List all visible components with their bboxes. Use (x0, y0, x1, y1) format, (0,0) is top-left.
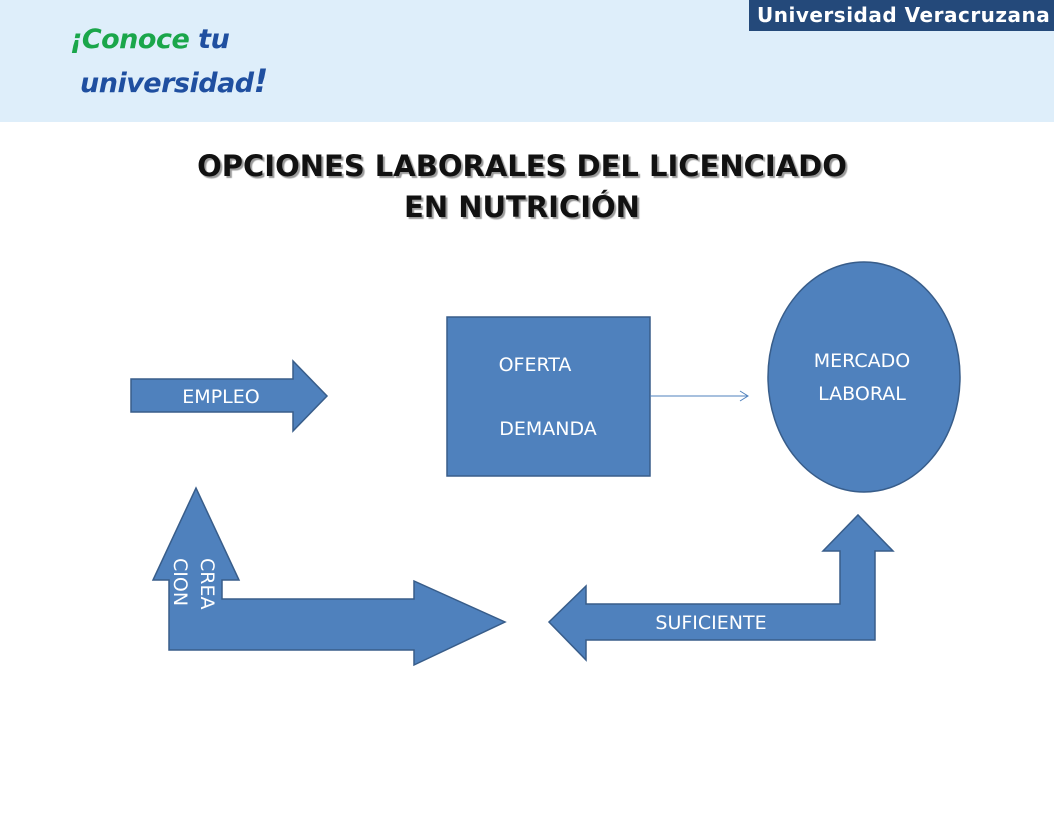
slide-title: OPCIONES LABORALES DEL LICENCIADO EN NUT… (0, 146, 1044, 228)
logo-line1: ¡Conoce tu (70, 24, 230, 55)
creacion-label-line1: CREA (196, 558, 218, 609)
mercado-laboral-ellipse (767, 261, 961, 493)
logo-bang: ! (253, 62, 269, 100)
connector-arrowhead (739, 390, 749, 402)
demanda-label: DEMANDA (499, 418, 597, 440)
mercado-label-line1: MERCADO (814, 350, 911, 372)
creacion-label-line2: CION (169, 558, 191, 606)
oferta-demanda-box (446, 316, 651, 477)
empleo-label: EMPLEO (182, 386, 259, 408)
title-line1: OPCIONES LABORALES DEL LICENCIADO (197, 149, 847, 183)
title-line2: EN NUTRICIÓN (404, 190, 640, 224)
institution-banner: Universidad Veracruzana (749, 0, 1054, 31)
logo-tu: tu (198, 24, 230, 55)
oferta-label: OFERTA (499, 354, 572, 376)
conoce-tu-universidad-logo: ¡Conoce tu universidad! (70, 18, 290, 100)
logo-line2: universidad! (80, 62, 268, 100)
suficiente-label: SUFICIENTE (655, 612, 766, 634)
suficiente-bent-arrow (547, 513, 895, 662)
mercado-label-line2: LABORAL (818, 383, 906, 405)
empleo-arrow (130, 359, 329, 433)
creacion-bent-arrow (151, 486, 507, 667)
